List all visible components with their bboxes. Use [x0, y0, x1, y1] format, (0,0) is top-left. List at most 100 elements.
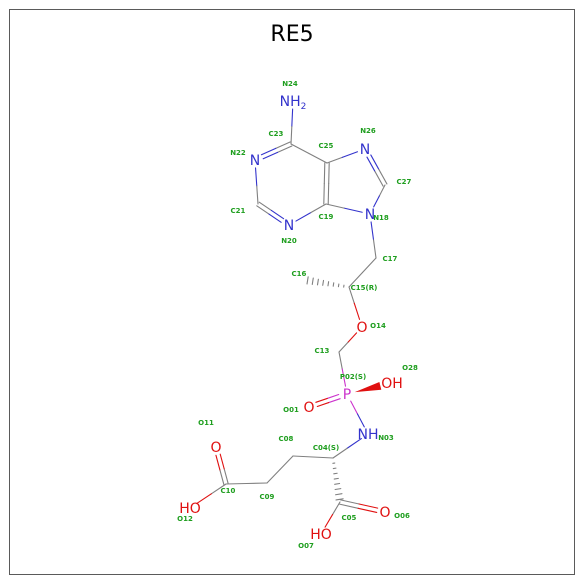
atom-label-c10: C10 [221, 487, 236, 495]
bond-c13-p02s [341, 368, 347, 387]
atom-label-n22: N22 [230, 149, 246, 157]
bond-c10-o12 [196, 493, 212, 505]
atom-label-c16: C16 [292, 270, 307, 278]
bond-c27-n18 [373, 195, 380, 208]
bond-n26-c27 [366, 156, 376, 173]
element-symbol-n18: N [365, 207, 375, 223]
bond-c25-c23 [308, 152, 328, 164]
bond-c04s-c05 [335, 498, 344, 501]
bond-c10-o11 [219, 469, 225, 486]
element-symbol-n03: NH [358, 427, 379, 443]
atom-label-c13: C13 [315, 347, 330, 355]
bond-n26-c27 [378, 168, 388, 185]
bond-c15r-c16 [316, 278, 319, 286]
atom-label-o07: O07 [298, 542, 314, 550]
bond-n22-c21 [254, 167, 258, 187]
element-symbol-n26: N [360, 142, 370, 158]
bond-n18-c19 [343, 207, 363, 213]
atom-label-o28: O28 [402, 364, 418, 372]
bond-c19-c25 [327, 183, 330, 205]
bond-c05-o06 [338, 503, 359, 509]
bond-c10-o11 [223, 468, 229, 484]
bond-c08-c09 [266, 468, 281, 484]
atom-label-n18: N18 [373, 214, 389, 222]
bond-n24-c23 [290, 125, 293, 145]
element-symbol-text: N [250, 153, 260, 169]
bond-c15r-c16 [311, 277, 314, 285]
atom-label-n24: N24 [282, 80, 298, 88]
bond-c21-n20 [256, 205, 270, 215]
element-symbol-o11: O [210, 440, 221, 456]
atom-label-o12: O12 [177, 515, 193, 523]
element-symbol-text: O [379, 505, 390, 521]
bond-c10-o11 [215, 454, 221, 471]
element-symbol-o01: O [303, 400, 314, 416]
bond-c17-c15r [361, 257, 377, 274]
atom-label-c05: C05 [342, 514, 357, 522]
element-subscript: 2 [301, 102, 307, 112]
bond-o14-c13 [338, 341, 349, 353]
element-symbol-text: P [343, 387, 351, 403]
bond-p02s-o28 [354, 381, 382, 393]
atom-label-o01: O01 [283, 406, 299, 414]
element-symbol-text: N [360, 142, 370, 158]
atom-label-c27: C27 [397, 178, 412, 186]
atom-label-c17: C17 [383, 255, 398, 263]
bond-c23-n22 [276, 145, 293, 153]
bond-c23-n22 [262, 151, 279, 160]
element-symbol-p02s: P [343, 387, 351, 403]
bond-n24-c23 [291, 108, 294, 128]
bond-c04s-c05 [333, 472, 338, 475]
element-symbol-text: HO [179, 501, 201, 517]
molecule-title: RE5 [270, 22, 314, 47]
bond-c05-o06 [358, 503, 379, 509]
atom-label-c15r: C15(R) [351, 284, 378, 292]
bond-n20-c19 [295, 211, 312, 222]
bond-c21-n20 [270, 209, 285, 220]
bond-n18-c19 [325, 203, 345, 209]
element-symbol-text: OH [381, 376, 403, 392]
bond-c25-n26 [341, 151, 359, 158]
bond-n03-c04s [346, 437, 362, 449]
bond-c09-c10 [245, 482, 268, 485]
bond-p02s-o01 [316, 402, 330, 408]
bond-c08-c09 [279, 455, 294, 471]
element-symbol-text: HO [310, 527, 332, 543]
bond-c23-n22 [260, 147, 277, 156]
element-symbol-text: O [303, 400, 314, 416]
bond-c15r-c16 [306, 276, 309, 285]
atom-label-c19: C19 [319, 213, 334, 221]
bond-c04s-c05 [335, 493, 343, 496]
atom-label-c09: C09 [260, 493, 275, 501]
atom-label-n03: N03 [378, 434, 394, 442]
bond-c19-c25 [328, 162, 330, 185]
element-symbol-o28: OH [381, 376, 403, 392]
bond-o14-c13 [347, 332, 358, 343]
atom-label-c23: C23 [269, 130, 284, 138]
element-symbol-text: NH [280, 94, 301, 110]
bond-c13-p02s [338, 351, 343, 370]
atom-label-c25: C25 [319, 142, 334, 150]
bond-c19-c25 [323, 182, 325, 205]
bond-c04s-c05 [334, 482, 341, 485]
bond-p02s-n03 [350, 400, 359, 415]
bond-c15r-o14 [353, 302, 361, 320]
atom-label-o06: O06 [394, 512, 410, 520]
diagram-frame [9, 9, 575, 575]
element-symbol-text: N [284, 218, 294, 234]
atom-label-p02s: P02(S) [340, 373, 366, 381]
bond-c15r-c16 [332, 282, 335, 287]
bond-p02s-n03 [356, 413, 365, 428]
element-symbol-o14: O [356, 320, 367, 336]
bond-c10-o12 [210, 483, 227, 495]
bond-c04s-c05 [334, 488, 342, 491]
bond-n20-c19 [310, 203, 327, 214]
atom-label-n26: N26 [360, 127, 376, 135]
atom-label-c04s: C04(S) [313, 444, 339, 452]
bond-c25-n26 [326, 156, 343, 164]
bonds [196, 108, 388, 528]
bond-c27-n18 [378, 184, 386, 197]
element-symbol-text: O [210, 440, 221, 456]
element-symbol-o07: HO [310, 527, 332, 543]
